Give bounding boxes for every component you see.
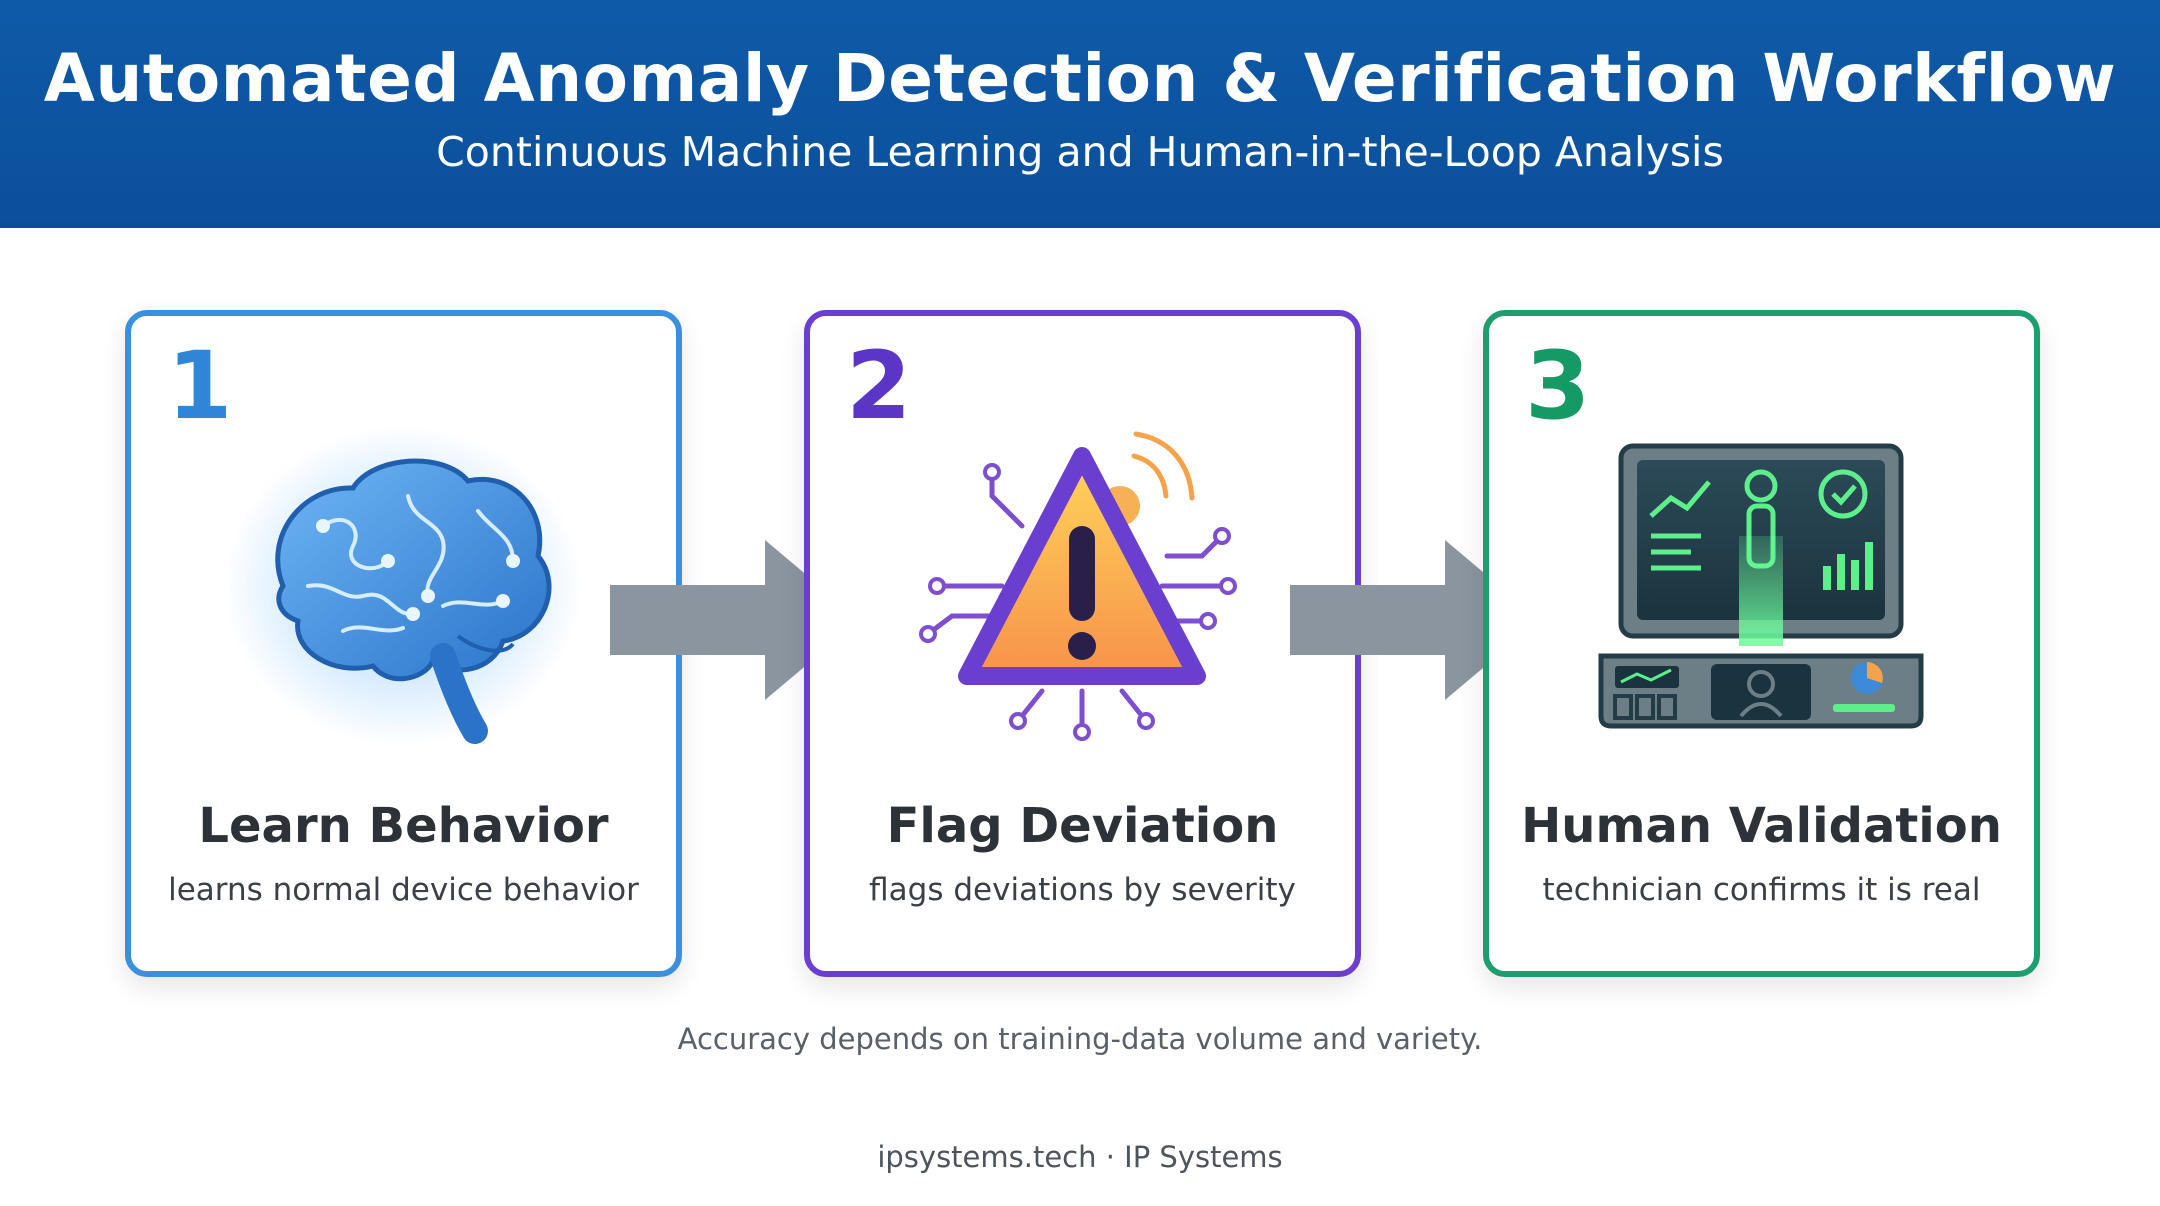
step-description: learns normal device behavior [168, 872, 639, 908]
page-title: Automated Anomaly Detection & Verificati… [43, 40, 2117, 117]
step-title: Human Validation [1521, 798, 2002, 854]
arrow-right-icon [1290, 540, 1540, 700]
arrow-right-icon [610, 540, 860, 700]
monitoring-console-icon [1571, 416, 1951, 756]
step-title: Flag Deviation [886, 798, 1279, 854]
brain-icon [213, 416, 593, 756]
step-number: 3 [1525, 332, 1591, 441]
step-title: Learn Behavior [198, 798, 609, 854]
accuracy-note: Accuracy depends on training-data volume… [677, 1022, 1483, 1056]
warning-triangle-icon [892, 416, 1272, 756]
step-number: 1 [167, 332, 233, 441]
step-description: flags deviations by severity [869, 872, 1296, 908]
step-card-flag: 2 [804, 310, 1361, 977]
footer-credit: ipsystems.tech · IP Systems [877, 1140, 1283, 1174]
step-card-learn: 1 [125, 310, 682, 977]
step-description: technician confirms it is real [1542, 872, 1981, 908]
page-subtitle: Continuous Machine Learning and Human-in… [436, 128, 1724, 176]
step-number: 2 [846, 332, 912, 441]
header-banner: Automated Anomaly Detection & Verificati… [0, 0, 2160, 228]
step-card-validate: 3 [1483, 310, 2040, 977]
